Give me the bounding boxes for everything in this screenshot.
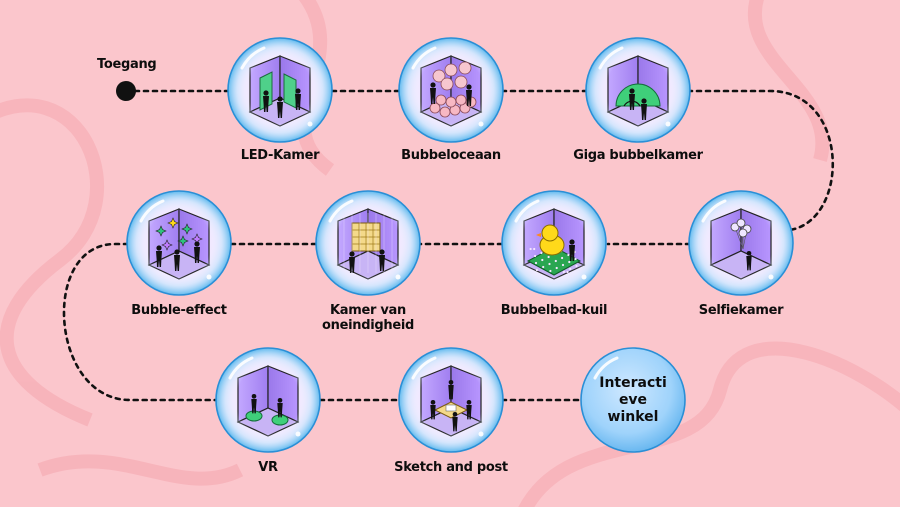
swirl-4 [747, 0, 830, 162]
swirl-3 [518, 341, 900, 507]
route-segment-8 [62, 242, 217, 402]
room-label-led: LED-Kamer [240, 148, 320, 163]
bubble-infinity[interactable] [315, 190, 421, 296]
room-label-effect: Bubble-effect [131, 303, 227, 318]
swirl-1 [0, 98, 104, 427]
bubble-sketch[interactable] [398, 347, 504, 453]
bubble-effect[interactable] [126, 190, 232, 296]
room-label-ocean: Bubbeloceaan [401, 148, 501, 163]
bubble-led[interactable] [227, 37, 333, 143]
room-label-vr: VR [258, 460, 278, 475]
bubble-pit[interactable] [501, 190, 607, 296]
bubble-vr[interactable] [215, 347, 321, 453]
entrance-label: Toegang [97, 57, 157, 72]
room-label-pit: Bubbelbad-kuil [500, 303, 608, 318]
route-segment-4 [686, 89, 835, 232]
room-label-selfie: Selfiekamer [698, 303, 784, 318]
shop-bubble[interactable] [580, 347, 686, 453]
swirl-5 [37, 454, 244, 486]
route-path [62, 89, 835, 402]
bubble-giga[interactable] [585, 37, 691, 143]
room-label-giga: Giga bubbelkamer [573, 148, 703, 163]
room-label-sketch: Sketch and post [394, 460, 508, 475]
entrance-dot[interactable] [116, 81, 136, 101]
bubble-ocean[interactable] [398, 37, 504, 143]
bubble-selfie[interactable] [688, 190, 794, 296]
